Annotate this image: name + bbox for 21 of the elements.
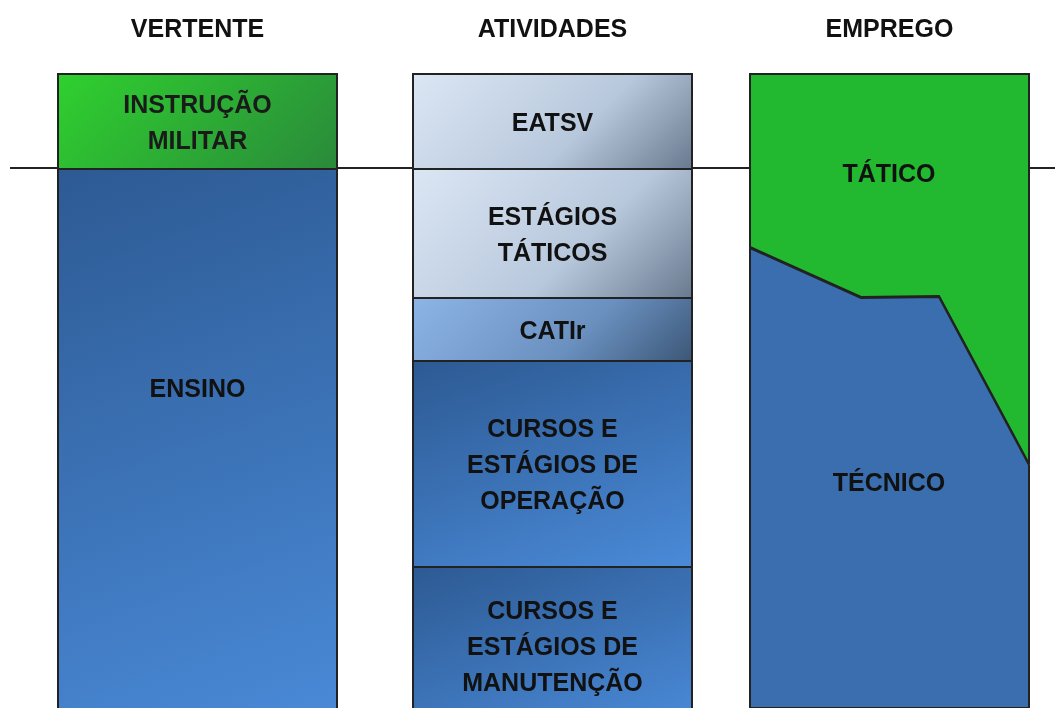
- box-label: ENSINO: [148, 373, 247, 404]
- box-label: CATIr: [518, 314, 587, 346]
- activity-box: [412, 360, 693, 568]
- activity-box: [412, 73, 693, 170]
- box-label: EATSV: [510, 106, 595, 138]
- box-label: CURSOS E ESTÁGIOS DE OPERAÇÃO: [466, 413, 639, 516]
- column-heading: ATIVIDADES: [476, 14, 629, 43]
- column-heading: VERTENTE: [129, 14, 266, 43]
- box-label: TÉCNICO: [831, 467, 947, 498]
- activity-box: [412, 168, 693, 299]
- column-heading: EMPREGO: [824, 14, 955, 43]
- activity-box: [412, 566, 693, 708]
- activity-box: [412, 297, 693, 362]
- category-box: [57, 168, 338, 708]
- region-shape: [749, 73, 1030, 465]
- box-label: INSTRUÇÃO MILITAR: [122, 88, 273, 156]
- box-label: ESTÁGIOS TÁTICOS: [486, 200, 619, 268]
- region-shape: [749, 247, 1030, 708]
- box-label: TÁTICO: [841, 158, 937, 189]
- box-label: CURSOS E ESTÁGIOS DE MANUTENÇÃO: [461, 595, 644, 698]
- category-box: [57, 73, 338, 170]
